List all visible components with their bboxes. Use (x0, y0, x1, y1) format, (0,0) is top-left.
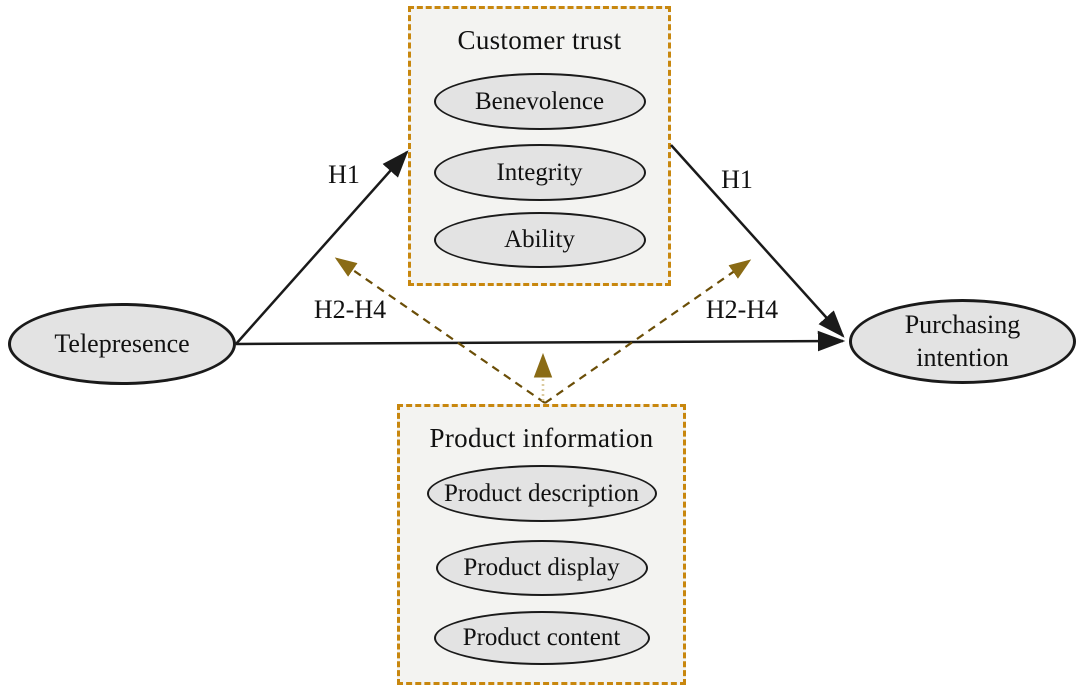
telepresence-label: Telepresence (54, 328, 190, 358)
benevolence-label: Benevolence (474, 87, 605, 115)
purchasing-intention-node: Purchasing intention (849, 299, 1076, 384)
benevolence-ellipse: Benevolence (433, 73, 646, 130)
product-content-label: Product content (462, 624, 621, 651)
ability-ellipse: Ability (433, 212, 646, 268)
hypothesis-label-h1-left: H1 (328, 160, 360, 189)
integrity-ellipse: Integrity (433, 144, 646, 201)
product-description-ellipse: Product description (426, 465, 657, 522)
product-display-ellipse: Product display (435, 540, 648, 596)
hypothesis-label-h1-right: H1 (721, 165, 753, 194)
product-information-title: Product information (429, 423, 654, 453)
purchasing-intention-label: Purchasing intention (904, 310, 1021, 372)
product-display-label: Product display (463, 554, 620, 581)
hypothesis-label-h2h4-right: H2-H4 (705, 295, 779, 324)
product-information-group-box: Product information Product description … (397, 404, 686, 685)
arrow-telepresence-to-purchasing-intention (235, 330, 846, 352)
product-description-label: Product description (443, 479, 640, 507)
customer-trust-title: Customer trust (457, 25, 622, 55)
product-content-ellipse: Product content (433, 611, 650, 665)
telepresence-node: Telepresence (8, 303, 236, 385)
integrity-label: Integrity (496, 158, 583, 186)
hypothesis-label-h2h4-left: H2-H4 (313, 295, 387, 324)
customer-trust-group-box: Customer trust Benevolence Integrity Abi… (408, 6, 671, 286)
ability-label: Ability (504, 226, 575, 253)
